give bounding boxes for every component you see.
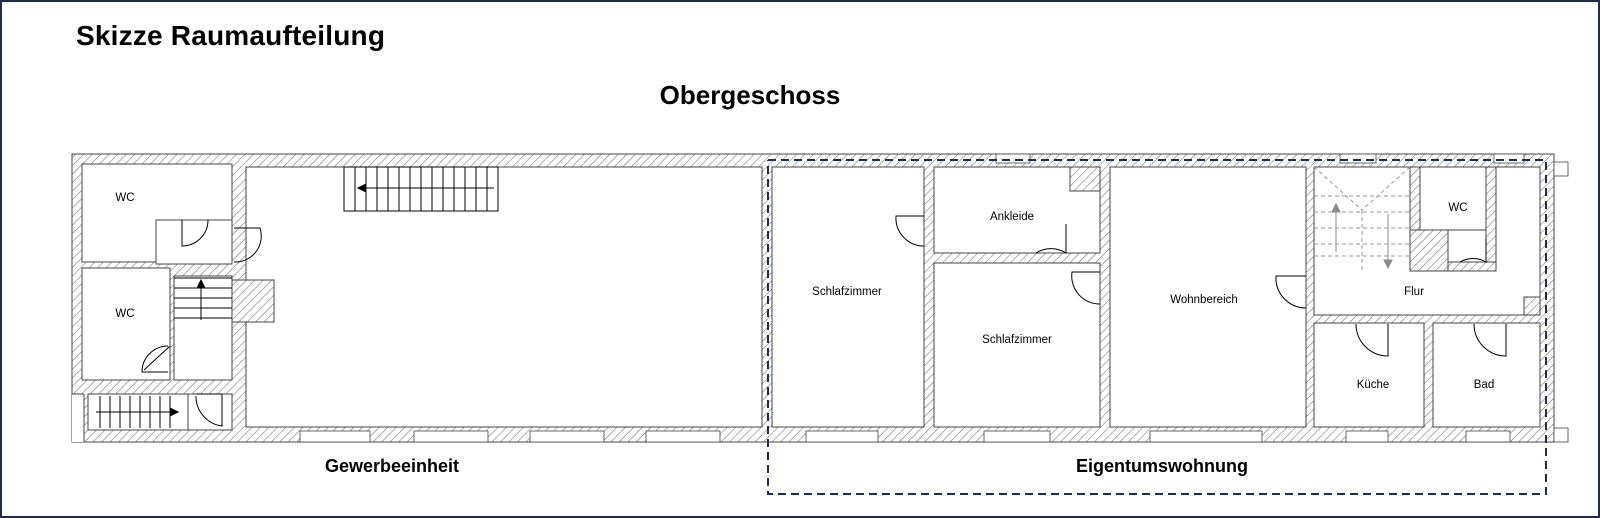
label-schlafzimmer-2: Schlafzimmer	[982, 334, 1052, 346]
stair-left-bottom	[96, 396, 180, 428]
room-commercial-hall	[245, 166, 763, 428]
label-bad: Bad	[1474, 379, 1494, 391]
apartment-boundary	[767, 159, 1547, 495]
label-wc-right: WC	[1448, 202, 1467, 214]
room-schlafzimmer-2	[933, 262, 1101, 428]
label-wc-mid-left: WC	[115, 308, 134, 320]
stair-commercial-top	[343, 166, 499, 212]
stair-apartment-arrows	[1331, 202, 1393, 270]
room-small-lobby	[155, 219, 233, 265]
label-flur: Flur	[1404, 286, 1424, 298]
windows	[299, 153, 1569, 443]
room-entry-left	[187, 393, 233, 431]
stair-left-core	[174, 277, 232, 320]
sketch-title: Skizze Raumaufteilung	[76, 20, 386, 51]
room-stair-core	[173, 275, 233, 381]
door-swings	[141, 215, 1507, 427]
room-wc-mid-left	[81, 267, 171, 381]
room-wc-right	[1419, 166, 1487, 231]
floor-title: Obergeschoss	[659, 80, 841, 110]
stair-apartment	[1313, 166, 1411, 270]
zone-label-apartment: Eigentumswohnung	[1076, 456, 1248, 476]
room-schlafzimmer-1	[771, 166, 925, 428]
room-labels: WC WC Schlafzimmer Ankleide Schlafzimmer…	[115, 192, 1494, 391]
label-ankleide: Ankleide	[990, 211, 1034, 223]
zone-label-commercial: Gewerbeeinheit	[324, 456, 460, 476]
label-schlafzimmer-1: Schlafzimmer	[812, 286, 882, 298]
room-kueche	[1313, 322, 1425, 428]
room-interiors	[81, 163, 1541, 431]
inner-walls	[231, 166, 1541, 323]
label-kueche: Küche	[1357, 379, 1390, 391]
room-bad	[1432, 322, 1541, 428]
label-wohnbereich: Wohnbereich	[1170, 294, 1238, 306]
room-wohnbereich	[1109, 166, 1307, 428]
label-wc-top-left: WC	[115, 192, 134, 204]
